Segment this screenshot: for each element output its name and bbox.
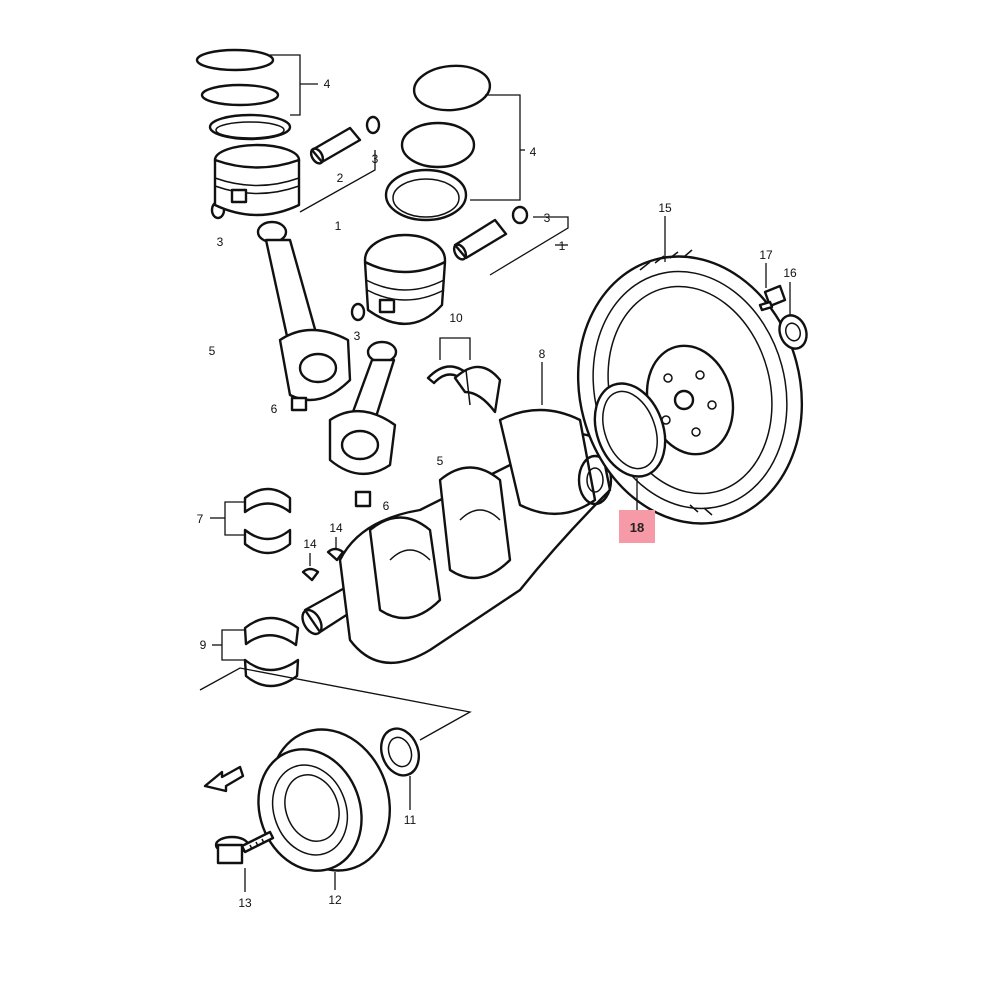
callout-11: 11: [404, 813, 417, 827]
leader-1-left: [299, 150, 376, 213]
circlip-right-lower: [350, 302, 366, 322]
callout-6-right: 6: [383, 499, 390, 513]
callout-7: 7: [197, 512, 204, 526]
leader-7: [224, 501, 245, 536]
callout-3-upper-left: 3: [372, 152, 379, 166]
thrust-bearing: [426, 365, 502, 414]
callout-14-left: 14: [303, 537, 317, 551]
callout-5-right: 5: [437, 454, 444, 468]
leader-9-11: [199, 667, 472, 741]
rear-oil-seal: [593, 382, 667, 478]
leader-4-right: [470, 94, 525, 201]
callout-4-right: 4: [530, 145, 537, 159]
front-direction-arrow-icon: [203, 765, 245, 793]
piston-pin-left: [309, 126, 362, 165]
callout-9: 9: [200, 638, 207, 652]
leader-1-3-right: [489, 216, 569, 276]
callout-13: 13: [238, 896, 252, 910]
pulley-bolt: [214, 830, 275, 865]
piston-rings-left: [195, 48, 292, 141]
pilot-bearing: [778, 314, 808, 350]
callout-3-upper-right: 3: [544, 211, 551, 225]
callout-6-left: 6: [271, 402, 278, 416]
connecting-rod-right: [328, 340, 398, 508]
woodruff-key-left: [301, 567, 320, 582]
callout-8: 8: [539, 347, 546, 361]
leader-9: [221, 629, 245, 661]
callout-18: 18: [630, 520, 644, 535]
crankshaft-pulley: [257, 728, 392, 872]
callout-12: 12: [328, 893, 342, 907]
conrod-bearing: [243, 487, 292, 555]
leader-4-left: [270, 54, 318, 116]
callout-4-left: 4: [324, 77, 331, 91]
piston-left: [213, 143, 301, 217]
callout-16: 16: [783, 266, 797, 280]
circlip-right-upper: [511, 205, 529, 225]
front-oil-seal: [379, 727, 421, 777]
connecting-rod-left: [256, 220, 352, 412]
callout-18-highlight: 18: [619, 510, 655, 543]
piston-rings-right: [384, 64, 492, 222]
circlip-left-upper: [365, 115, 381, 135]
flywheel-bolt: [758, 284, 787, 312]
crankshaft: [301, 408, 613, 664]
callout-3-lower-right: 3: [354, 329, 361, 343]
callout-15: 15: [658, 201, 672, 215]
callout-14-right: 14: [329, 521, 343, 535]
main-bearing: [243, 616, 300, 688]
callout-5-left: 5: [209, 344, 216, 358]
callout-1-left: 1: [335, 219, 342, 233]
piston-right: [363, 233, 447, 325]
callout-labels: 4 4 2 3 3 3 3 1 1 5 5 6 6 10 8 7 14 14 9…: [197, 77, 797, 910]
leader-10: [439, 337, 471, 360]
callout-10: 10: [449, 311, 463, 325]
callout-1-right: 1: [559, 239, 566, 253]
callout-17: 17: [759, 248, 773, 262]
callout-2: 2: [337, 171, 344, 185]
callout-3-lower-left: 3: [217, 235, 224, 249]
woodruff-key-right: [326, 547, 345, 562]
piston-pin-right: [452, 218, 508, 261]
